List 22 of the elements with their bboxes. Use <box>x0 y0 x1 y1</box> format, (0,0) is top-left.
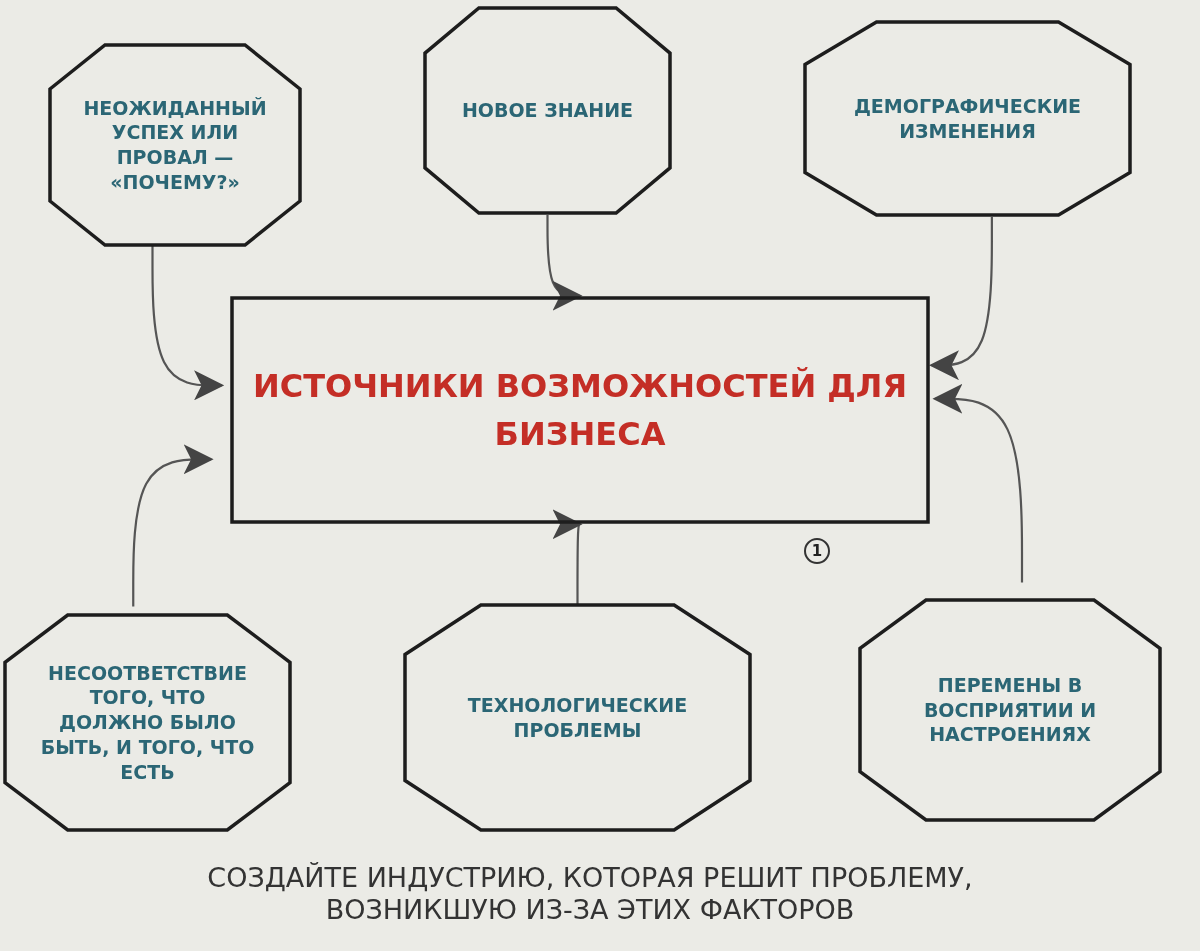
octagon-box <box>860 600 1160 820</box>
node-label: ИСТОЧНИКИ ВОЗМОЖНОСТЕЙ ДЛЯ БИЗНЕСА <box>251 366 909 455</box>
octagon-box <box>405 605 750 830</box>
rectangle-box <box>232 298 928 522</box>
octagon-box <box>425 8 670 213</box>
node-label: ТЕХНОЛОГИЧЕСКИЕ ПРОБЛЕМЫ <box>466 692 689 743</box>
octagon-box <box>50 45 300 245</box>
octagon-box <box>5 615 290 830</box>
arrow <box>151 245 225 401</box>
octagon-box <box>805 22 1130 215</box>
node-label: ПЕРЕМЕНЫ В ВОСПРИЯТИИ И НАСТРОЕНИЯХ <box>922 672 1098 748</box>
node-label: ДЕМОГРАФИЧЕСКИЕ ИЗМЕНЕНИЯ <box>852 93 1083 144</box>
arrow <box>929 216 993 381</box>
node-label: НЕСООТВЕТСТВИЕ ТОГО, ЧТО ДОЛЖНО БЫЛО БЫТЬ, И ТОГО, ЧТО ЕСТЬ <box>39 660 256 785</box>
arrow <box>546 215 583 311</box>
arrow <box>132 444 214 607</box>
arrow <box>552 509 583 605</box>
caption: СОЗДАЙТЕ ИНДУСТРИЮ, КОТОРАЯ РЕШИТ ПРОБЛЕМУ, ВОЗНИКШУЮ ИЗ-ЗА ЭТИХ ФАКТОРОВ <box>206 862 974 927</box>
node-label: НОВОЕ ЗНАНИЕ <box>460 98 635 123</box>
node-label: НЕОЖИДАННЫЙ УСПЕХ ИЛИ ПРОВАЛ — «ПОЧЕМУ?» <box>82 95 268 195</box>
arrow <box>932 383 1024 583</box>
callout-number: 1 <box>804 538 830 564</box>
